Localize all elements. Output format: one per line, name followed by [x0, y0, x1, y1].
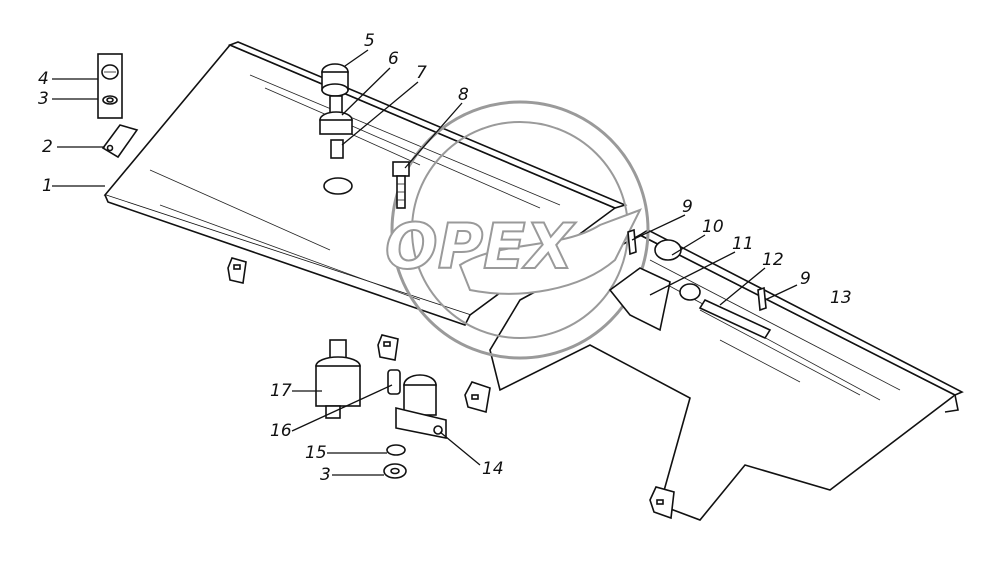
callout-1: 1 — [42, 176, 53, 196]
callout-17: 17 — [270, 381, 292, 401]
bolt-part-8 — [392, 161, 410, 209]
callout-2: 2 — [42, 137, 53, 157]
leader-lines — [52, 49, 798, 476]
callout-12: 12 — [762, 250, 784, 270]
callout-3-bottom: 3 — [320, 465, 331, 485]
callout-8: 8 — [458, 85, 469, 105]
switch-part-14 — [395, 374, 447, 439]
callout-6: 6 — [388, 49, 399, 69]
callout-15: 15 — [305, 443, 327, 463]
callout-5: 5 — [364, 31, 375, 51]
callout-7: 7 — [416, 63, 427, 83]
callout-14: 14 — [482, 459, 504, 479]
callout-9-lower: 9 — [800, 269, 811, 289]
nut-part-3 — [383, 463, 407, 479]
callout-4: 4 — [38, 69, 49, 89]
watermark-text: OPEX — [385, 210, 576, 283]
hinge-parts-9-10-11 — [608, 228, 767, 332]
nut-stack-parts-5-6-7 — [319, 63, 353, 159]
right-panel-part-13 — [464, 229, 964, 521]
callout-labels: 4 3 2 1 5 6 7 8 9 10 11 12 9 13 17 16 15… — [38, 31, 852, 485]
callout-10: 10 — [702, 217, 724, 237]
sleeve-part-16 — [387, 369, 401, 395]
callout-3-top: 3 — [38, 89, 49, 109]
callout-9-upper: 9 — [682, 197, 693, 217]
washer-part-15 — [386, 444, 406, 456]
callout-11: 11 — [732, 234, 754, 254]
screw-and-washer-box — [97, 53, 123, 119]
switch-part-17 — [315, 339, 361, 419]
opex-watermark: OPEX — [384, 100, 650, 360]
plate-part-2 — [101, 124, 139, 159]
callout-13: 13 — [830, 288, 852, 308]
callout-16: 16 — [270, 421, 292, 441]
